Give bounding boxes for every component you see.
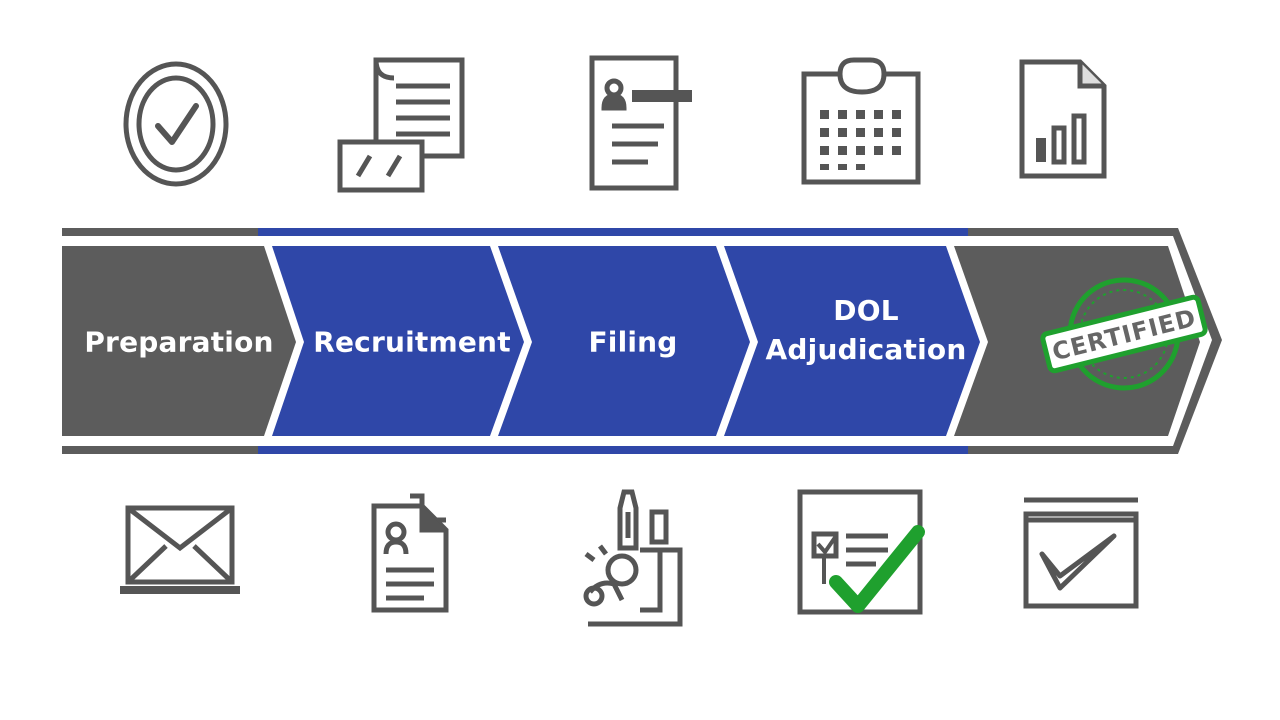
resume-icon: [588, 54, 700, 194]
documents-icon: [336, 56, 468, 196]
stage-label-dol-adjudication: DOL Adjudication: [765, 293, 967, 366]
stage-label-filing: Filing: [588, 325, 678, 359]
stage-label-recruitment: Recruitment: [313, 325, 511, 359]
stage-label-preparation: Preparation: [84, 325, 274, 359]
stage-preparation-shape: [62, 246, 296, 436]
calendar-icon: [800, 57, 924, 188]
stage-filing-shape: [498, 246, 750, 436]
checkbox-icon: [1022, 496, 1142, 612]
check-circle-icon: [122, 60, 232, 190]
stage-recruitment-shape: [272, 246, 524, 436]
certified-stamp-icon: CERTIFIED: [1040, 277, 1208, 391]
stage-adjudication-shape: [724, 246, 980, 436]
profile-document-icon: [370, 492, 450, 616]
envelope-icon: [118, 504, 242, 600]
checklist-approved-icon: [796, 488, 928, 620]
report-chart-icon: [1018, 58, 1110, 182]
interview-icon: [580, 488, 696, 628]
